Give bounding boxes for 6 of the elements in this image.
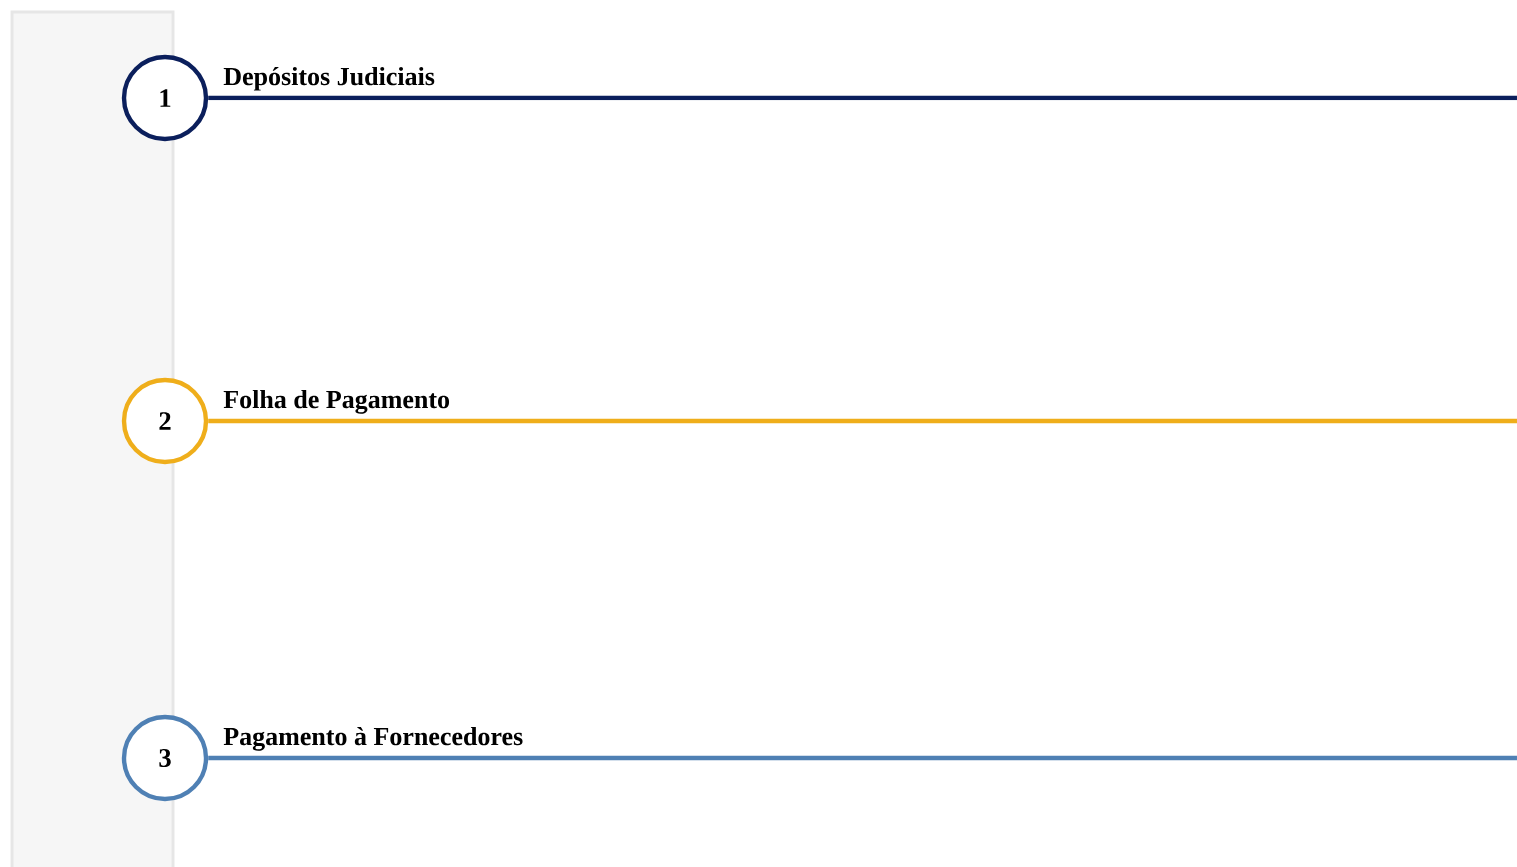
line [208, 755, 1517, 761]
heading: Folha de Pagamento [223, 389, 450, 414]
heading: Depósitos Judiciais [223, 66, 435, 91]
heading: Pagamento à Fornecedores [223, 726, 523, 751]
line [208, 95, 1517, 101]
line [208, 418, 1517, 424]
